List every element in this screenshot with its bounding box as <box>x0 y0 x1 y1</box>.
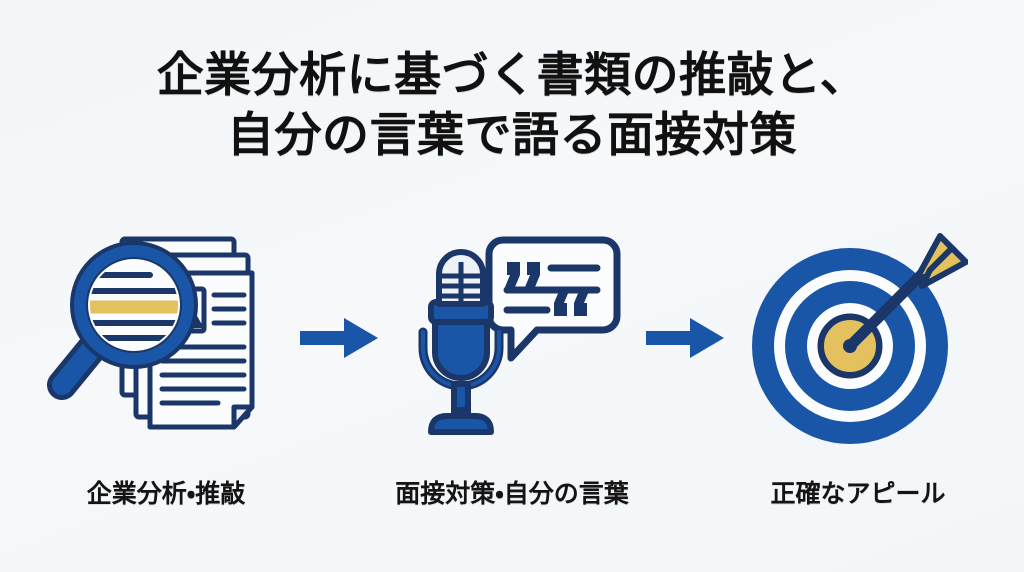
caption-analysis: 企業分析・推敲 <box>86 479 246 508</box>
magnifier-documents-icon <box>47 236 255 429</box>
title-line-1: 企業分析に基づく書類の推敲と、 <box>156 48 868 103</box>
microphone-stand <box>428 381 494 435</box>
arrow-right-icon <box>300 318 378 358</box>
magnified-text-lines <box>90 271 178 341</box>
caption-appeal: 正確なアピール <box>770 479 946 508</box>
page-title: 企業分析に基づく書類の推敲と、 自分の言葉で語る面接対策 <box>0 46 1024 166</box>
bubble-text-lines <box>503 264 601 314</box>
quote-close-icon <box>554 291 589 316</box>
process-flow <box>0 218 1024 458</box>
arrow-tip <box>843 339 857 353</box>
microphone-speech-bubble-icon <box>418 236 621 435</box>
arrow-right-icon <box>646 318 724 358</box>
speech-bubble <box>485 236 621 362</box>
arrow-1 <box>291 223 387 453</box>
quote-open-icon <box>505 262 540 287</box>
arrow-2 <box>637 223 733 453</box>
step-analysis <box>41 223 291 453</box>
caption-interview: 面接対策・自分の言葉 <box>395 479 629 508</box>
step-appeal <box>733 223 983 453</box>
title-line-2: 自分の言葉で語る面接対策 <box>227 108 797 164</box>
step-interview <box>387 223 637 453</box>
arrow-fletching <box>913 233 968 289</box>
microphone-body <box>432 307 490 381</box>
step-captions: 企業分析・推敲 面接対策・自分の言葉 正確なアピール <box>0 470 1024 518</box>
target-arrow-icon <box>752 233 968 444</box>
